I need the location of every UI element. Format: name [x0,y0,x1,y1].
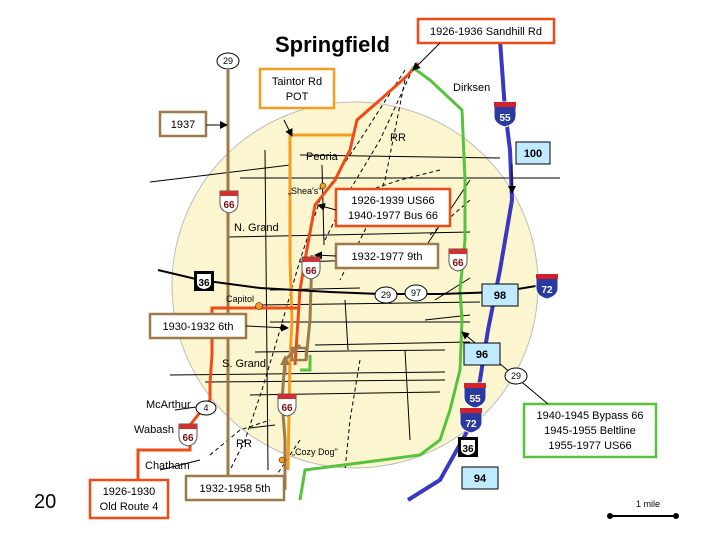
svg-text:36: 36 [198,278,210,289]
route-us66-red [293,62,420,366]
callout-sandhill: 1926-1936 Sandhill Rd [416,17,556,45]
route-29-shield-top: 29 [216,52,240,70]
street-grid [149,149,560,471]
callout-9th: 1932-1977 9th [334,242,440,270]
svg-text:29: 29 [511,371,521,381]
callout-us66: 1926-1939 US66 1940-1977 Bus 66 [334,187,452,228]
svg-text:94: 94 [474,473,487,485]
map-title: Springfield [275,32,390,57]
svg-text:66: 66 [223,200,235,211]
route-97-shield: 97 [404,284,428,302]
us-36-shield-right: 36 [458,437,478,457]
label-s-grand: S. Grand [222,358,266,370]
label-chatham: Chatham [145,460,190,472]
svg-text:66: 66 [452,258,464,269]
us-66-shield-3: 66 [448,248,468,272]
callout-bypass: 1940-1945 Bypass 66 1945-1955 Beltline 1… [522,402,658,459]
label-n-grand: N. Grand [234,222,279,234]
callout-taintor: Taintor Rd POT [258,67,336,110]
svg-text:55: 55 [499,113,511,124]
callout-bypass-line2: 1945-1955 Beltline [544,425,636,437]
svg-text:55: 55 [469,394,481,405]
svg-text:66: 66 [281,403,293,414]
label-wabash: Wabash [134,424,174,436]
slide-number: 20 [34,491,56,513]
label-capitol: Capitol [226,294,254,304]
interstate-55-shield-bottom: 55 [463,382,487,409]
us-36-shield-left: 36 [194,271,214,291]
scale-label: 1 mile [636,499,660,509]
callout-us66-line1: 1926-1939 US66 [351,195,434,207]
interstate-55-shield-top: 55 [493,101,517,128]
callout-taintor-line2: POT [286,91,309,103]
label-sheas: „Shea's" [288,186,321,196]
svg-text:97: 97 [411,288,421,298]
svg-text:72: 72 [541,285,553,296]
callout-old4-line1: 1926-1930 [103,486,156,498]
callout-old-route-4: 1926-1930 Old Route 4 [88,478,170,520]
svg-text:66: 66 [305,266,317,277]
label-rr-bottom: RR [236,438,252,450]
callout-5th: 1932-1958 5th [184,474,286,502]
us-66-shield-2: 66 [301,256,321,280]
highway-96-box: 96 [463,342,501,366]
svg-text:29: 29 [381,290,391,300]
callout-taintor-line1: Taintor Rd [272,76,322,88]
route-4-shield: 4 [195,400,217,416]
callout-6th-text: 1930-1932 6th [163,321,234,333]
svg-text:100: 100 [524,148,542,160]
svg-text:72: 72 [465,419,477,430]
callout-bypass-line3: 1955-1977 US66 [548,440,631,452]
route-bypass-green [298,65,467,501]
callout-9th-text: 1932-1977 9th [352,251,423,263]
svg-text:29: 29 [223,56,233,66]
interstate-72-shield-bottom: 72 [459,407,483,434]
callout-6th: 1930-1932 6th [148,312,248,340]
us-66-shield-4: 66 [277,393,297,417]
us-66-shield-5: 66 [178,423,198,447]
scale-bar: 1 mile [607,499,679,519]
callout-1937-text: 1937 [171,119,195,131]
callout-us66-line2: 1940-1977 Bus 66 [348,210,438,222]
label-peoria: Peoria [306,151,339,163]
callout-old4-line2: Old Route 4 [100,501,159,513]
label-rr-top: RR [390,132,406,144]
highway-94-box: 94 [461,466,499,490]
route-29-shield-right: 29 [504,367,528,385]
highway-100-box: 100 [515,141,551,165]
route-29-shield-mid: 29 [374,286,398,304]
svg-text:36: 36 [462,444,474,455]
us-66-shield-1: 66 [219,190,239,214]
interstate-72-shield-right: 72 [535,273,559,300]
svg-text:96: 96 [476,349,488,361]
highway-98-box: 98 [481,283,519,307]
svg-text:66: 66 [182,433,194,444]
label-mcarthur: McArthur [146,399,191,411]
label-cozy-dog: „Cozy Dog" [292,447,338,457]
svg-text:98: 98 [494,290,506,302]
callout-1937: 1937 [158,110,208,138]
callout-sandhill-text: 1926-1936 Sandhill Rd [430,26,542,38]
callout-bypass-line1: 1940-1945 Bypass 66 [536,410,643,422]
callout-5th-text: 1932-1958 5th [200,483,271,495]
label-dirksen: Dirksen [453,82,490,94]
svg-text:4: 4 [203,403,208,413]
